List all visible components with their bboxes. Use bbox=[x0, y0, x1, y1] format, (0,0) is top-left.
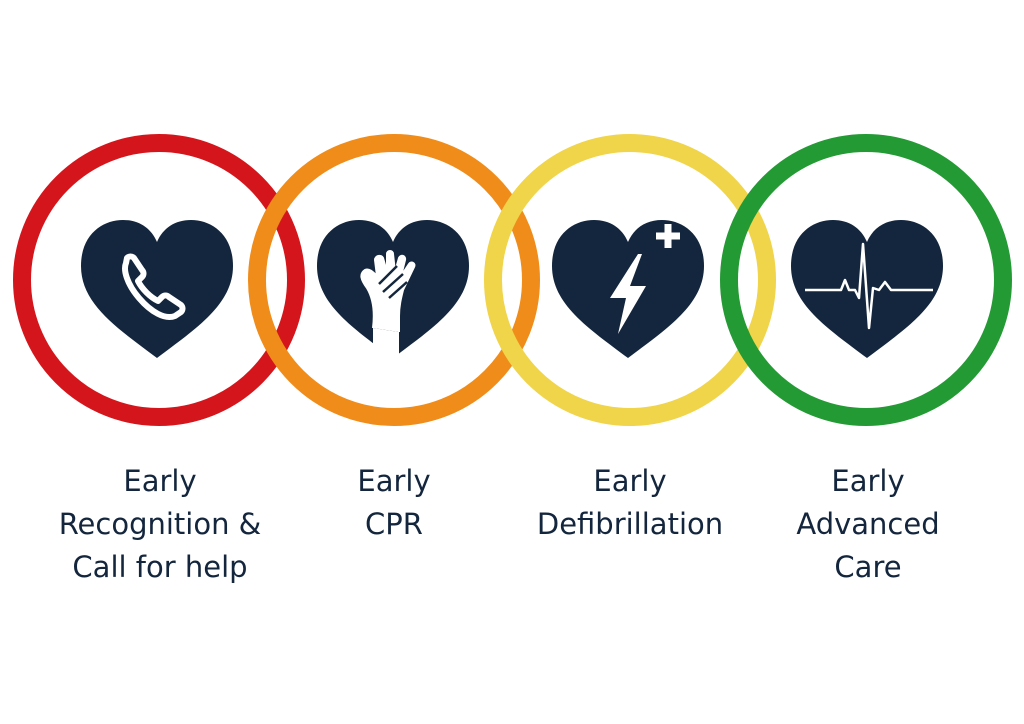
ring-yellow bbox=[484, 134, 776, 426]
ring-orange bbox=[248, 134, 540, 426]
ring-red bbox=[13, 134, 305, 426]
label-defibrillation-line-2: Defibrillation bbox=[536, 507, 724, 541]
label-recognition-line-1: Early bbox=[123, 464, 197, 498]
label-advanced-care: Early Advanced Care bbox=[738, 460, 998, 589]
label-recognition-line-3: Call for help bbox=[72, 550, 248, 584]
label-recognition-line-2: Recognition & bbox=[58, 507, 262, 541]
label-advanced-care-line-2: Advanced bbox=[796, 507, 940, 541]
ring-green bbox=[720, 134, 1012, 426]
ecg-heartbeat-icon bbox=[791, 220, 943, 358]
label-defibrillation: Early Defibrillation bbox=[500, 460, 760, 546]
phone-icon bbox=[81, 220, 233, 358]
label-cpr-line-1: Early bbox=[357, 464, 431, 498]
label-cpr: Early CPR bbox=[264, 460, 524, 546]
label-cpr-line-2: CPR bbox=[365, 507, 423, 541]
defibrillator-bolt-icon bbox=[552, 220, 704, 358]
label-defibrillation-line-1: Early bbox=[593, 464, 667, 498]
label-advanced-care-line-3: Care bbox=[834, 550, 902, 584]
label-advanced-care-line-1: Early bbox=[831, 464, 905, 498]
cpr-hands-icon bbox=[317, 220, 469, 358]
label-recognition: Early Recognition & Call for help bbox=[30, 460, 290, 589]
